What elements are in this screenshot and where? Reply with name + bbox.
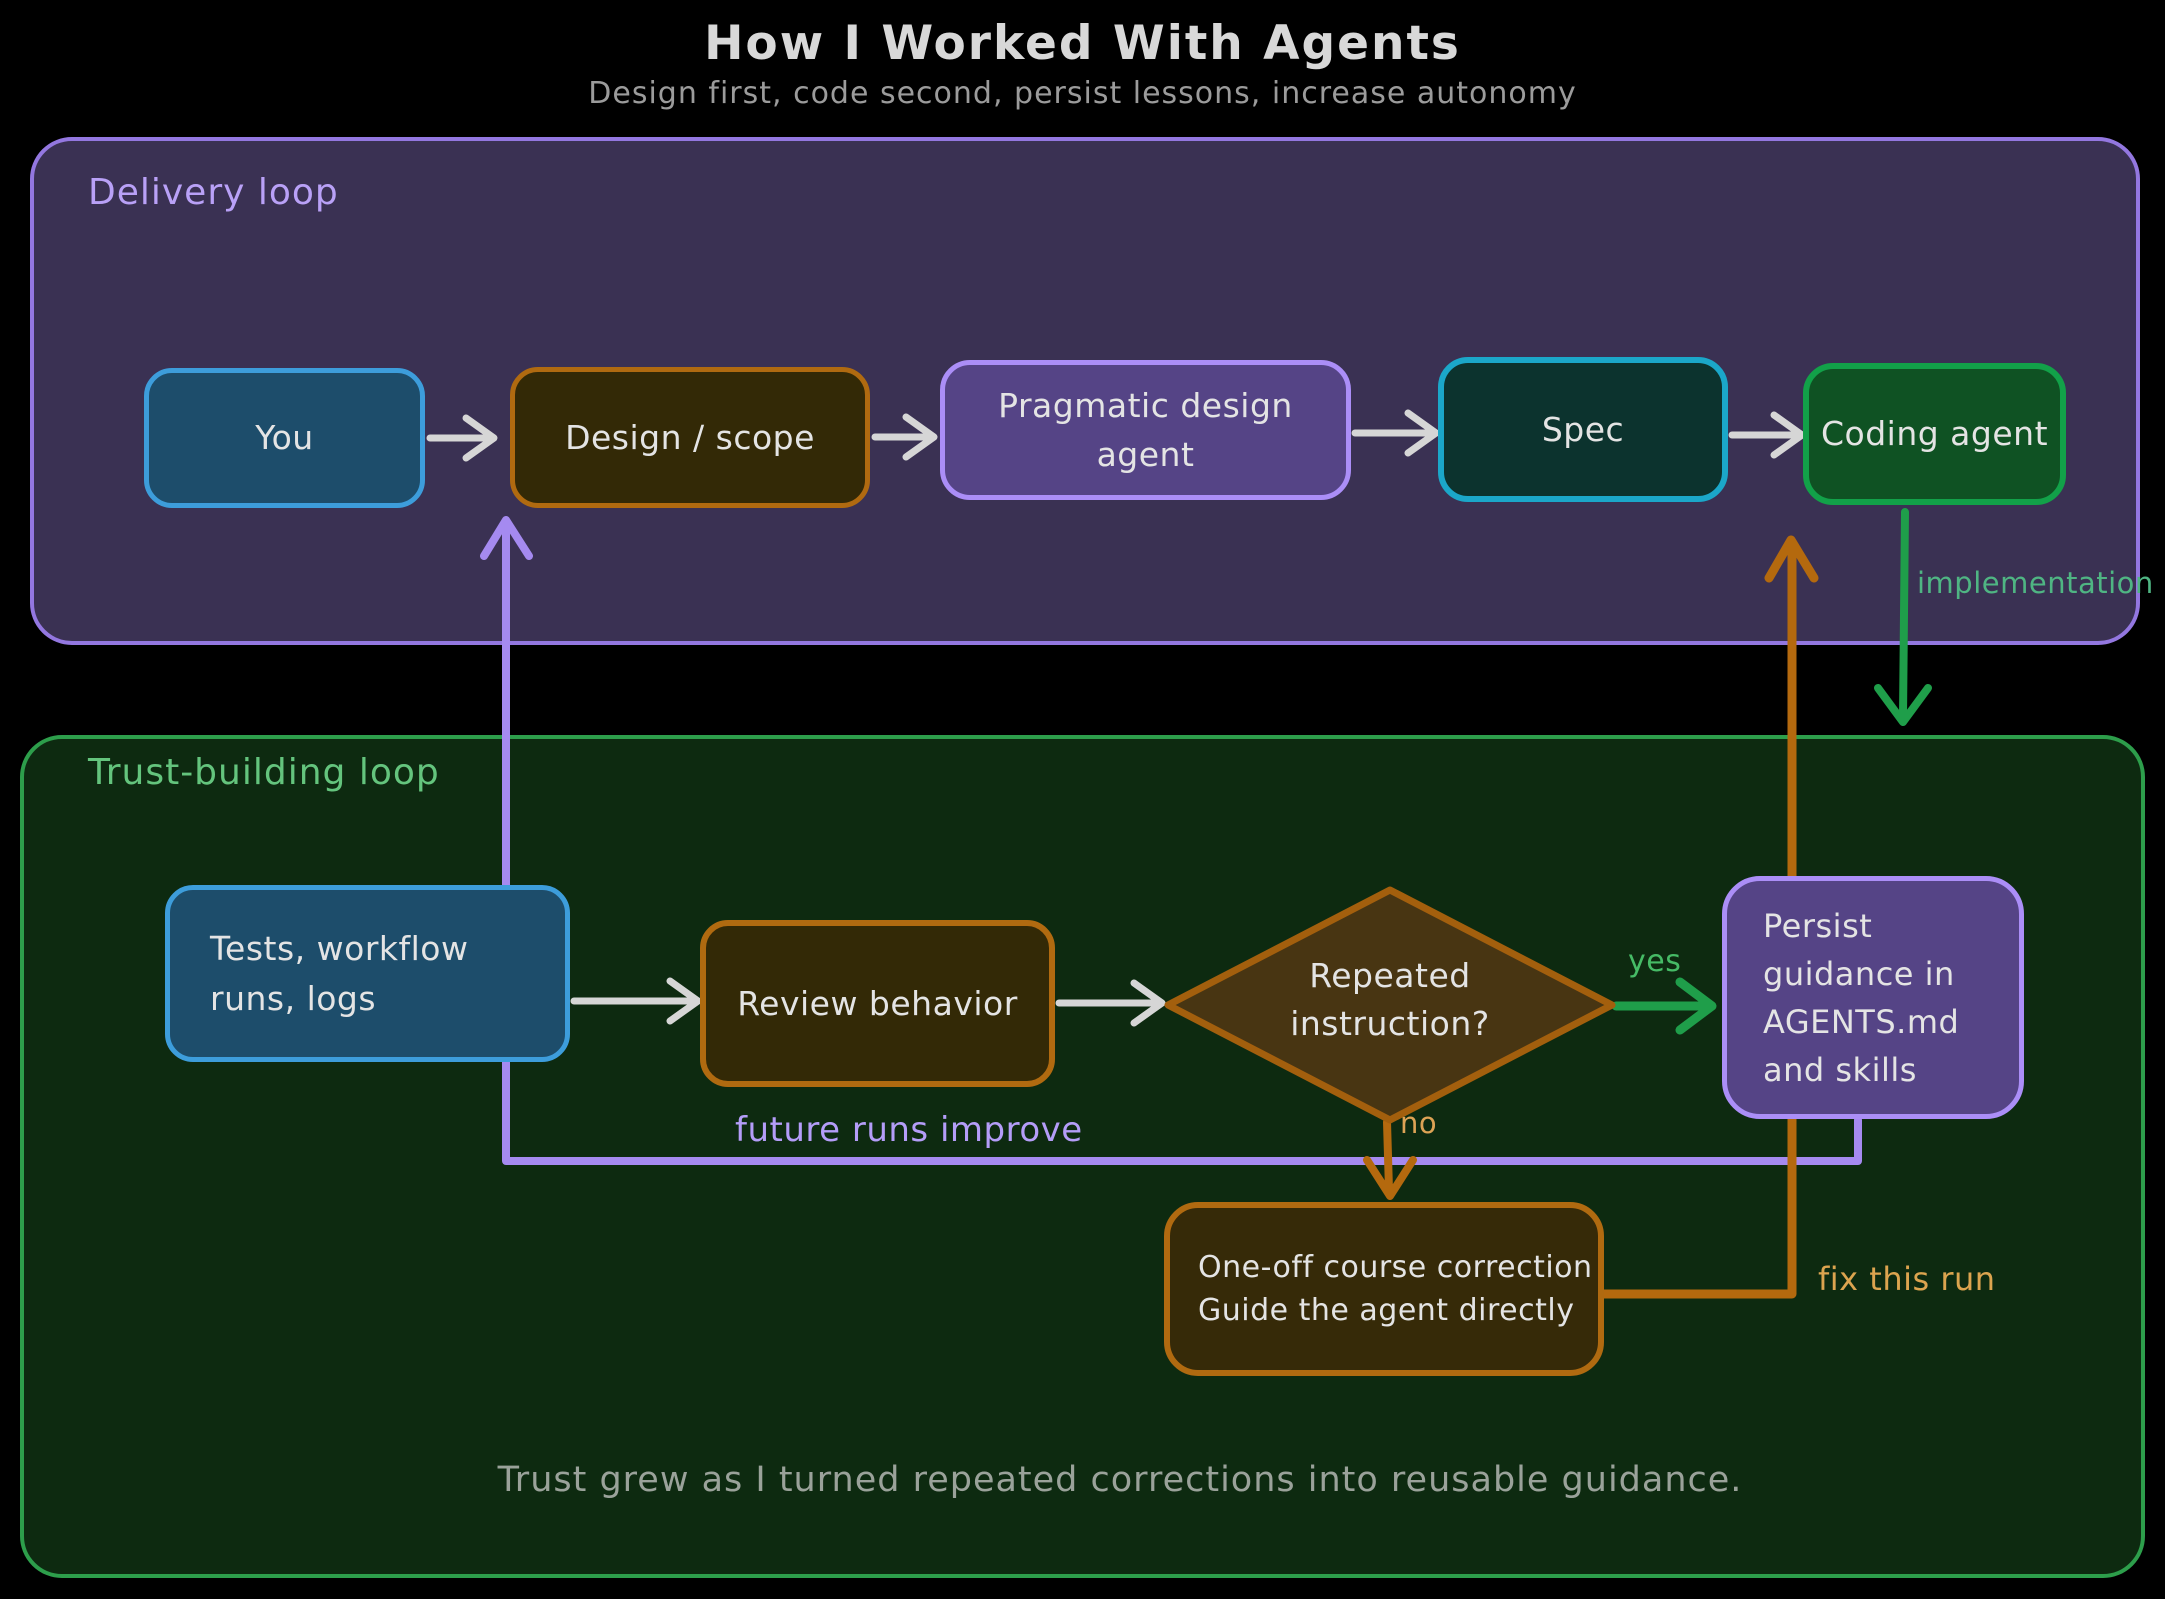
trust-loop-label: Trust-building loop bbox=[88, 752, 440, 793]
node-spec: Spec bbox=[1438, 357, 1728, 502]
trust-caption: Trust grew as I turned repeated correcti… bbox=[497, 1460, 1743, 1500]
decision-repeated-instruction: Repeated instruction? bbox=[1290, 956, 1490, 1043]
edge-label-future-runs-improve: future runs improve bbox=[735, 1110, 1083, 1150]
edge-label-implementation: implementation bbox=[1917, 566, 2154, 600]
edge-label-fix-this-run: fix this run bbox=[1818, 1260, 1996, 1298]
node-pragmatic-design-agent-label: Pragmatic design agent bbox=[998, 385, 1293, 475]
node-persist-guidance-label: Persist guidance in AGENTS.md and skills bbox=[1763, 906, 1960, 1089]
trust-loop-container bbox=[20, 735, 2145, 1578]
node-one-off-correction-label: One-off course correction Guide the agen… bbox=[1198, 1246, 1593, 1333]
node-coding-agent-label: Coding agent bbox=[1820, 414, 2049, 454]
one-off-line2: Guide the agent directly bbox=[1198, 1293, 1575, 1328]
node-coding-agent: Coding agent bbox=[1803, 363, 2066, 505]
node-pragmatic-design-agent: Pragmatic design agent bbox=[940, 360, 1351, 500]
node-persist-guidance: Persist guidance in AGENTS.md and skills bbox=[1722, 876, 2024, 1119]
node-tests-label: Tests, workflow runs, logs bbox=[210, 929, 469, 1018]
delivery-loop-label: Delivery loop bbox=[88, 172, 339, 213]
page-title: How I Worked With Agents bbox=[704, 16, 1461, 71]
node-design-scope: Design / scope bbox=[510, 367, 870, 508]
node-you-label: You bbox=[255, 418, 314, 458]
node-tests-workflow-runs-logs: Tests, workflow runs, logs bbox=[165, 885, 570, 1062]
edge-label-no: no bbox=[1400, 1106, 1438, 1140]
page-subtitle: Design first, code second, persist lesso… bbox=[588, 76, 1577, 111]
node-one-off-correction: One-off course correction Guide the agen… bbox=[1164, 1202, 1604, 1376]
edge-label-yes: yes bbox=[1628, 944, 1682, 979]
node-spec-label: Spec bbox=[1541, 409, 1625, 449]
node-review-behavior-label: Review behavior bbox=[737, 983, 1018, 1023]
node-review-behavior: Review behavior bbox=[700, 920, 1055, 1087]
node-you: You bbox=[144, 368, 425, 508]
node-design-scope-label: Design / scope bbox=[565, 417, 815, 457]
one-off-line1: One-off course correction bbox=[1198, 1249, 1593, 1285]
